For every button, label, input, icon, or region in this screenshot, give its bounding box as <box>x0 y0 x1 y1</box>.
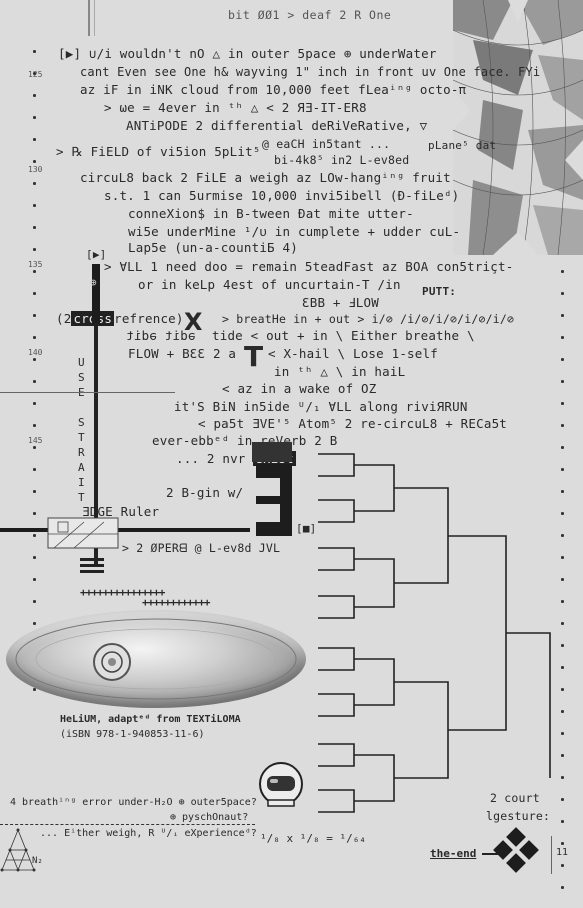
poem-line-12: Lap5e (un-a-countiƂ 4) <box>128 240 298 255</box>
poem-line-17: ǝdit ǝdit <box>126 328 196 343</box>
v-letter: I <box>78 476 85 489</box>
horizontal-rule <box>0 392 175 393</box>
poem-line-16b: > breatHe in + out > i/⊘ /i/⊘/i/⊘/i/⊘/i/… <box>222 312 515 326</box>
line-number-125: 125 <box>28 70 43 79</box>
edge-ruler-label: ƎDGE Ruler <box>82 504 160 519</box>
line-number-130: 130 <box>28 165 43 174</box>
poem-line-10: conneXion$ in B-tween Ðat mite utter- <box>128 206 414 221</box>
poem-line-6a: > ℞ FiELD of vi5ion 5pLit⁵ <box>56 144 261 159</box>
poem-line-18b: < X-hail \ Lose 1-self <box>268 346 438 361</box>
plus-row-1: +++++++++++++++ <box>80 586 165 599</box>
operate-line: > 2 ØPERᗺ @ L-ev8d JVL <box>122 541 281 555</box>
exist-prefix: ... 2 nvr <box>176 451 246 466</box>
poem-line-8: circuL8 back 2 FiLE a weigh az LOw-hangⁱ… <box>80 170 451 185</box>
stop-box[interactable]: [■] <box>296 522 317 535</box>
right-margin-dots <box>561 270 564 908</box>
poem-line-21: it'S BiN in5ide ᵁ/₁ ∀LL along riviЯRUN <box>174 399 468 414</box>
cross-suffix: refrence) <box>114 311 184 326</box>
use-strait-vertical: U S E S T R A I T <box>78 355 85 505</box>
poem-line-16: (2crossrefrence) <box>56 311 184 327</box>
v-letter <box>78 400 85 415</box>
big-e-block <box>256 464 292 536</box>
v-letter: A <box>78 461 85 474</box>
v-letter: U <box>78 356 85 369</box>
poem-line-25: 2 B-gin w/ <box>166 485 244 500</box>
poem-line-6b: @ eaCH in5tant ... <box>262 137 391 151</box>
v-letter: R <box>78 446 85 459</box>
caption-line-1: HeLiUM, adaptᵉᵈ from TEXTiLOMA <box>60 714 241 725</box>
plus-row-2: ++++++++++++ <box>142 596 210 609</box>
poem-line-13: > ∀LL 1 need doo = remain 5teadFast az B… <box>104 259 514 274</box>
ruler-bar <box>0 528 250 532</box>
n2-label: N₂ <box>32 856 43 866</box>
page-number-rule <box>551 836 552 874</box>
big-e-notch-top <box>256 478 280 496</box>
poem-line-6c: pLane⁵ dat <box>428 139 497 152</box>
poem-line-23: ever-ebbᵉᵈ in reVerb 2 B <box>152 433 338 448</box>
vertical-bar-lower <box>94 324 98 564</box>
dashed-rule <box>0 824 255 825</box>
v-letter: S <box>78 371 85 384</box>
vertical-bar-upper <box>92 264 100 324</box>
line-number-145: 145 <box>28 436 43 445</box>
poem-line-5: ANTiPODE 2 differential deRiVeRative, ▽ <box>126 118 428 133</box>
bottom-question-2: ⊕ pyschOnaut? <box>170 812 249 823</box>
vertical-rule-top-2 <box>94 0 95 36</box>
v-letter: S <box>78 416 85 429</box>
globe-map-icon <box>452 0 583 256</box>
poem-line-2: cant Even see One h& wayving 1" inch in … <box>80 65 541 79</box>
line-number-140: 140 <box>28 348 43 357</box>
page-number: 11 <box>556 847 569 858</box>
poem-line-14: or in keLp 4est of uncurtain-T /in <box>138 277 401 292</box>
v-letter: T <box>78 491 85 504</box>
poem-line-18: FLOW + BƐƐ 2 a <box>128 346 237 361</box>
caption-line-2: (iSBN 978-1-940853-11-6) <box>60 729 205 740</box>
surfboard-icon <box>6 610 306 708</box>
end-connector <box>482 853 504 855</box>
triangle-lattice-icon <box>0 828 36 872</box>
tournament-bracket-icon <box>318 453 551 813</box>
poem-line-4: > ωe = 4ever in ᵗʰ △ < 2 ЯƎ-IT-ER8 <box>104 100 367 115</box>
poem-line-11: wi5e underMine ¹/ᴜ in cumplete + udder c… <box>128 224 461 239</box>
big-e-notch-bottom <box>256 504 280 522</box>
poem-line-20: < az in a wake of OZ <box>222 381 377 396</box>
diamond-end-icon <box>493 827 539 873</box>
play-box[interactable]: [▶] <box>86 248 107 261</box>
bottom-question-3: ... Eⁱther weigh, R ᵁ/ᵢ eXperienceᵈ? <box>40 828 257 839</box>
big-x-glyph: X <box>184 308 203 336</box>
bottom-question-1: 4 breathⁱⁿᵍ error under-H₂O ⊕ outer5pace… <box>10 797 257 808</box>
poem-line-1: [▶] ∪/i wouldn't nO △ in outer 5pace ⊕ u… <box>58 46 437 61</box>
court-line-2: lgesture: <box>486 809 551 823</box>
v-letter: T <box>78 431 85 444</box>
poem-line-7: bi-4k8⁵ in2 L-ev8ed <box>274 153 410 167</box>
header-title: bit ØØ1 > deaf 2 R One <box>228 8 392 22</box>
poem-line-17b: tide < out + in \ Either breathe \ <box>212 328 475 343</box>
poem-line-3: az iF in iNK cloud from 10,000 feet fLea… <box>80 82 467 97</box>
ruler-box-icon <box>47 517 119 549</box>
e-block-top-bar <box>252 442 292 462</box>
court-line-1: 2 court <box>490 791 540 805</box>
the-end-label: the-end <box>430 847 477 860</box>
putt-label: PUTT: <box>422 285 457 298</box>
crosshair-icon: ⊕ <box>90 276 97 289</box>
triple-bar-icon <box>80 558 104 573</box>
big-t-glyph: T <box>244 340 264 373</box>
cross-prefix: (2 <box>56 311 72 326</box>
poem-line-19: in ᵗʰ △ \ in haiL <box>274 364 406 379</box>
vertical-rule-top <box>88 0 90 36</box>
fraction-equation: ¹/₈ x ¹/₈ = ¹/₆₄ <box>260 832 366 845</box>
line-number-135: 135 <box>28 260 43 269</box>
astronaut-helmet-icon <box>259 762 303 807</box>
poem-line-22: < pa5t ƎVE'⁵ Atom⁵ 2 re-circuL8 + RECa5t <box>198 416 508 431</box>
poem-line-9: s.t. 1 can 5urmise 10,000 invi5ibell (Ð-… <box>104 188 460 203</box>
poem-line-15: ƐBB + ℲLOW <box>302 295 379 310</box>
